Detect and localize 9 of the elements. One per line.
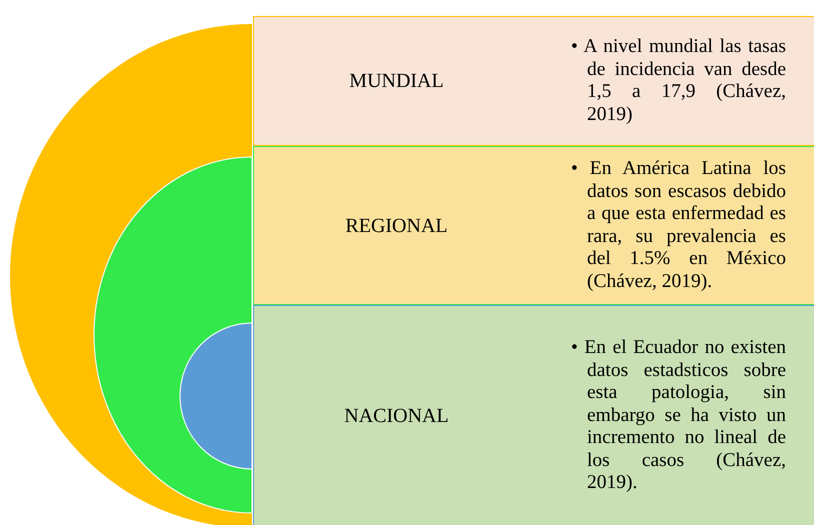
level-panel bbox=[253, 146, 814, 305]
level-title: MUNDIAL bbox=[349, 69, 444, 94]
bullet-text: • A nivel mundial las tasas de incidencia van desde 1,5 a 17,9 (Chávez, 2019) bbox=[571, 36, 786, 126]
level-title: REGIONAL bbox=[345, 214, 448, 238]
level-panel bbox=[253, 305, 814, 525]
bullet-text: • En el Ecuador no existen datos estadsticos sobre esta patologia, sin embargo se ha visto un incremento no lineal de los casos (Chávez, 2019). bbox=[571, 337, 786, 495]
bullet-text: • En América Latina los datos son escasos debido a que esta enfermedad es rara, su prevalencia es del 1.5% en México (Chávez, 2019). bbox=[571, 158, 786, 293]
level-panel bbox=[253, 16, 814, 146]
level-title: NACIONAL bbox=[344, 404, 449, 429]
